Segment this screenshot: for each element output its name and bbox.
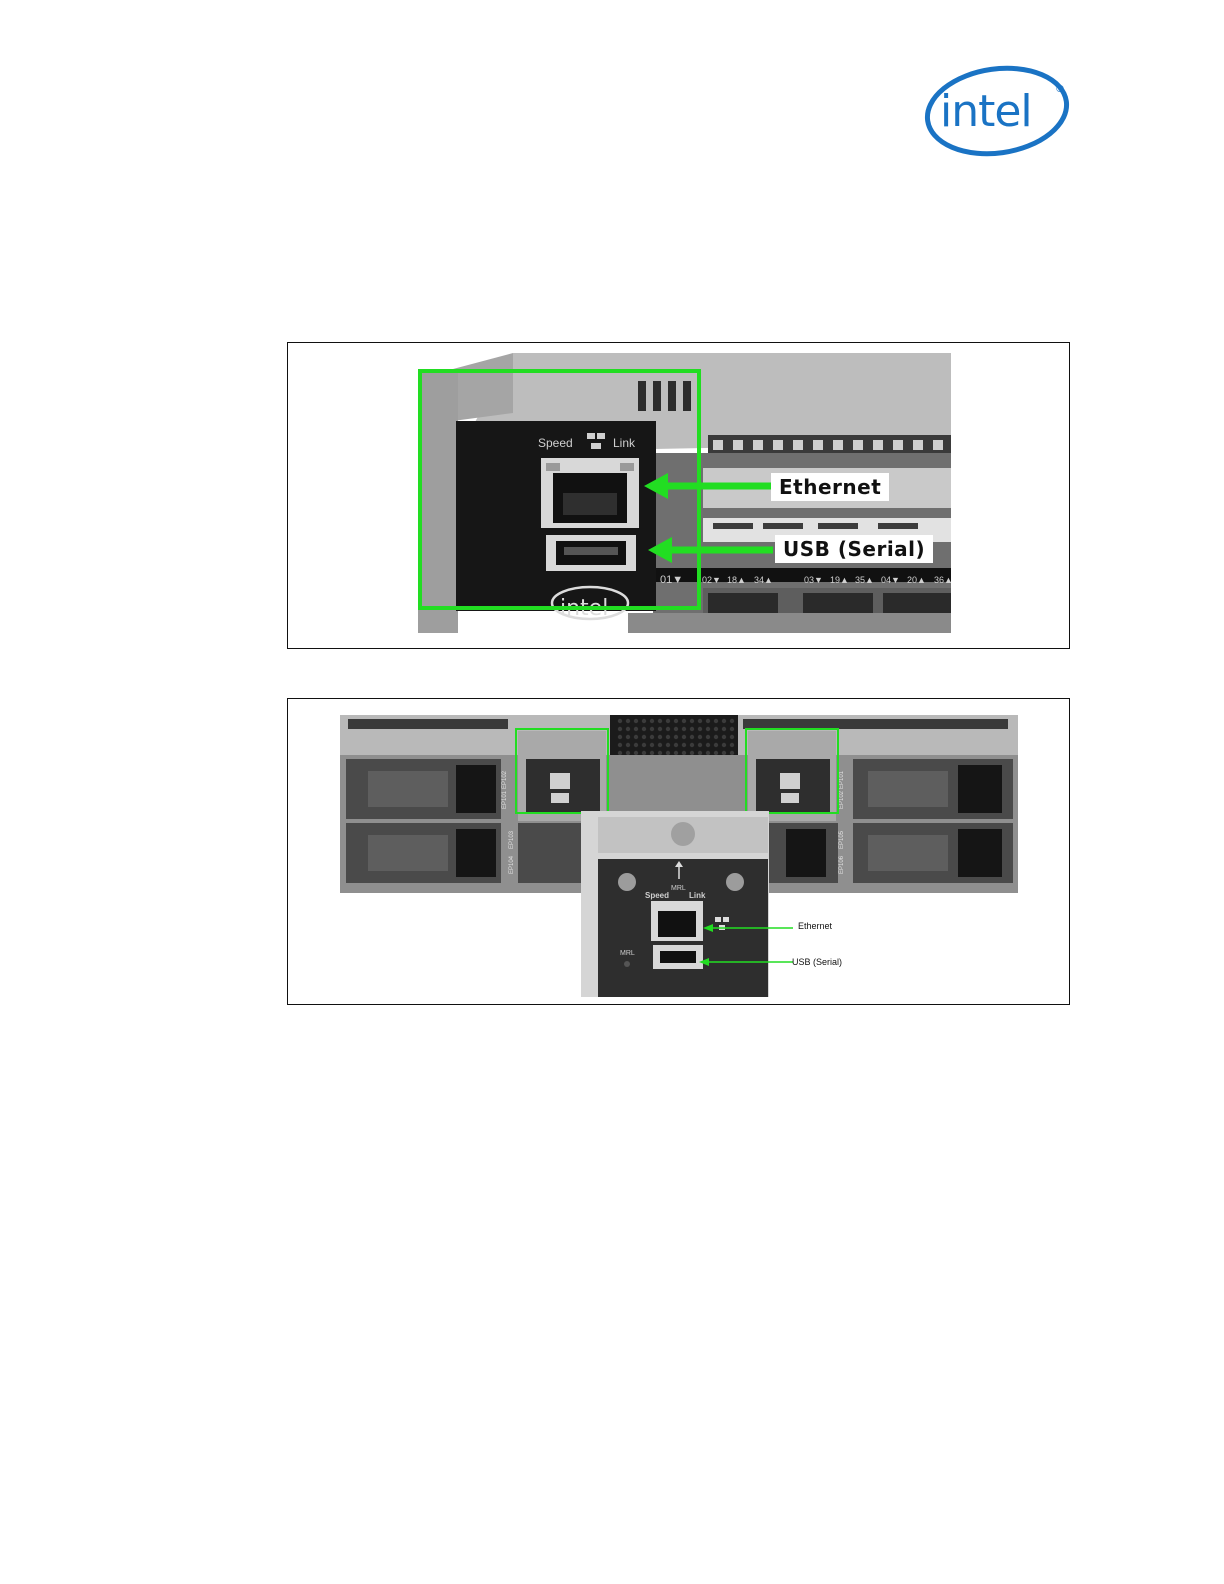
ethernet-port xyxy=(541,458,639,528)
usb-serial-callout: USB (Serial) xyxy=(775,535,933,563)
mgmt-module-right xyxy=(748,731,836,821)
speed-label: Speed xyxy=(538,436,573,450)
mgmt-module-left xyxy=(518,731,606,821)
psu-label: EP105 xyxy=(839,830,845,849)
psu-right-bottom xyxy=(853,823,1013,883)
port-label: 18▲ xyxy=(727,575,746,585)
link-label: Link xyxy=(613,436,636,450)
intel-logo-text: intel xyxy=(940,86,1032,137)
intel-logo: intel ® xyxy=(924,62,1070,160)
psu-left-top xyxy=(346,759,501,819)
port-label: 19▲ xyxy=(830,575,849,585)
port-label: 34▲ xyxy=(754,575,773,585)
enlarged-link-label: Link xyxy=(689,891,706,900)
psu-label: EP103 xyxy=(509,830,515,849)
ethernet-callout: Ethernet xyxy=(771,473,889,501)
port-label: 20▲ xyxy=(907,575,926,585)
enlarged-ethernet-callout: Ethernet xyxy=(798,921,832,931)
psu-label: EP101 xyxy=(502,790,508,809)
mgmt-module-enlarged xyxy=(581,811,769,997)
intel-logo-registered: ® xyxy=(1055,84,1065,95)
psu-label: EP101 xyxy=(839,770,845,789)
psu-label: EP102 xyxy=(502,770,508,789)
enlarged-speed-label: Speed xyxy=(645,891,669,900)
port-label: 02▼ xyxy=(702,575,721,585)
enlarged-usb-serial-callout: USB (Serial) xyxy=(792,957,842,967)
psu-right-top xyxy=(853,759,1013,819)
psu-label: EP106 xyxy=(839,855,845,874)
enlarged-mrl-led-label: MRL xyxy=(620,950,635,957)
psu-label: EP102 xyxy=(839,790,845,809)
figure-front-panel-closeup: Speed Link intel 01▼ 02▼18▲34▲03▼19▲35▲0… xyxy=(287,342,1070,649)
front-panel-photo: Speed Link intel 01▼ 02▼18▲34▲03▼19▲35▲0… xyxy=(288,343,1070,649)
port-label: 03▼ xyxy=(804,575,823,585)
psu-label: EP104 xyxy=(509,855,515,874)
port-label: 36▲ xyxy=(934,575,953,585)
usb-serial-port xyxy=(546,535,636,571)
psu-left-bottom xyxy=(346,823,501,883)
port-label: 35▲ xyxy=(855,575,874,585)
port-label: 04▼ xyxy=(881,575,900,585)
port-label-01: 01▼ xyxy=(660,574,683,586)
enlarged-mrl-label: MRL xyxy=(671,885,686,892)
